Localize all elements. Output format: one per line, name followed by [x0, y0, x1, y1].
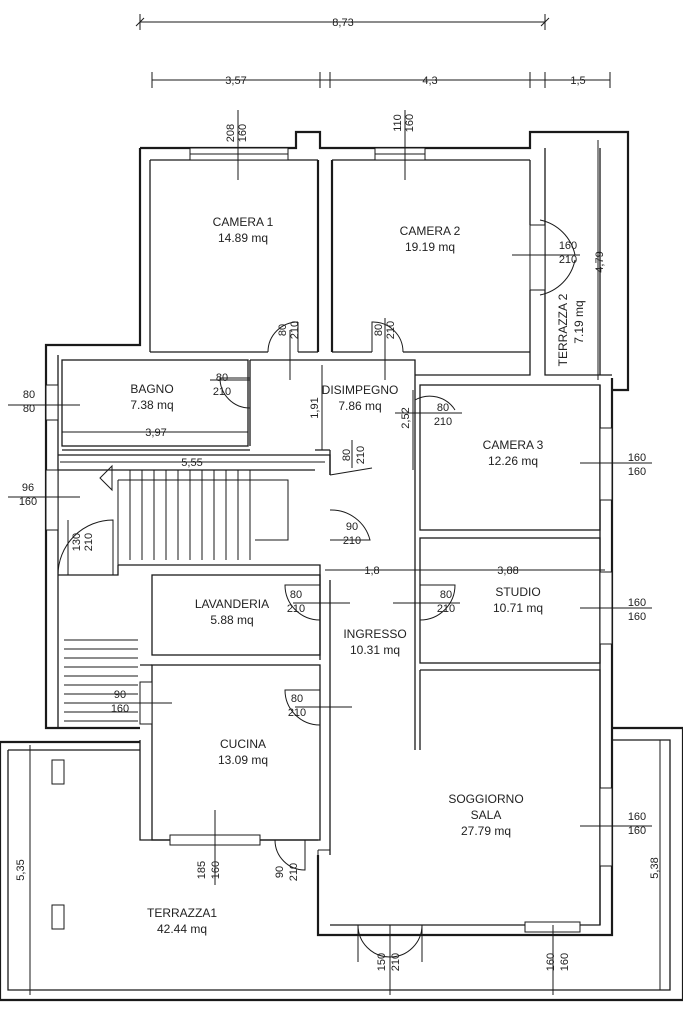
opening-label-stair-door-width: 130	[71, 533, 83, 551]
room-cucina-name: CUCINA	[220, 737, 266, 751]
opening-label-sala-win-e-width: 160	[628, 811, 646, 823]
dim-terrazza1-h: 5,35	[15, 859, 27, 880]
room-camera2-name: CAMERA 2	[400, 224, 461, 238]
opening-label-cam2-win-width: 110	[392, 114, 404, 132]
opening-label-cam2-door-height: 210	[385, 321, 397, 339]
opening-label-cucina-win-s-height: 160	[210, 861, 222, 879]
opening-label-bagno-win-width: 80	[23, 389, 35, 401]
opening-label-studio-win-height: 160	[628, 611, 646, 623]
dim-ingresso-width: 1,8	[364, 565, 379, 577]
opening-label-cam1-door-height: 210	[289, 321, 301, 339]
room-terrazza2-name: TERRAZZA 2	[556, 293, 570, 366]
room-ingresso-name: INGRESSO	[343, 627, 406, 641]
opening-label-cucina-door-s-height: 210	[288, 863, 300, 881]
room-camera2-area: 19.19 mq	[405, 240, 455, 254]
opening-label-cam1-door-width: 80	[277, 324, 289, 336]
opening-label-sala-door-s-width: 150	[376, 953, 388, 971]
room-camera1-area: 14.89 mq	[218, 231, 268, 245]
opening-label-sala-win-e-height: 160	[628, 825, 646, 837]
top-dimensions	[135, 14, 611, 88]
room-disimpegno-area: 7.86 mq	[338, 399, 381, 413]
opening-label-dis-door-height: 210	[355, 446, 367, 464]
opening-label-studio-door-height: 210	[437, 603, 455, 615]
opening-label-cucina-door-width: 80	[291, 693, 303, 705]
opening-label-cucina-door-s-width: 90	[274, 866, 286, 878]
opening-label-studio-win-width: 160	[628, 597, 646, 609]
room-camera1-name: CAMERA 1	[213, 215, 274, 229]
terrace-post	[51, 759, 65, 785]
door-swings	[57, 219, 576, 962]
interior-walls	[0, 160, 683, 1002]
dim-bagno-width: 3,97	[145, 427, 166, 439]
opening-label-sala-win-s-height: 160	[559, 953, 571, 971]
dimension-lines	[8, 110, 661, 995]
dim-stair-width: 5,55	[181, 457, 202, 469]
opening-label-studio-door-width: 80	[440, 589, 452, 601]
room-bagno-name: BAGNO	[130, 382, 173, 396]
room-terrazza1-name: TERRAZZA1	[147, 906, 217, 920]
opening-label-cam3-door-height: 210	[434, 416, 452, 428]
room-lavanderia-name: LAVANDERIA	[195, 597, 269, 611]
opening-label-cucina-win-s-width: 185	[196, 861, 208, 879]
dim-total-width: 8,73	[332, 17, 353, 29]
opening-label-cam1-win-width: 208	[225, 124, 237, 142]
dim-seg-a: 3,57	[225, 75, 246, 87]
dim-studio-width: 3,88	[497, 565, 518, 577]
dim-seg-c: 1,5	[570, 75, 585, 87]
opening-label-bagno-win-height: 80	[23, 403, 35, 415]
opening-label-cam3-door-width: 80	[437, 402, 449, 414]
opening-label-t2-door-width: 160	[559, 240, 577, 252]
room-studio-name: STUDIO	[495, 585, 540, 599]
room-soggiorno-name: SOGGIORNO	[448, 792, 523, 806]
room-disimpegno-name: DISIMPEGNO	[322, 383, 399, 397]
room-camera3-area: 12.26 mq	[488, 454, 538, 468]
room-lavanderia-area: 5.88 mq	[210, 613, 253, 627]
opening-label-cam1-win-height: 160	[237, 124, 249, 142]
room-ingresso-area: 10.31 mq	[350, 643, 400, 657]
opening-label-dis-door-width: 80	[341, 449, 353, 461]
terrace-post	[51, 904, 65, 930]
windows	[45, 147, 613, 933]
dim-seg-b: 4,3	[422, 75, 437, 87]
room-soggiorno-name2: SALA	[471, 808, 502, 822]
opening-label-lav-door-height: 210	[287, 603, 305, 615]
opening-label-sala-door-s-height: 210	[390, 953, 402, 971]
dim-disimpegno-h: 1,91	[309, 397, 321, 418]
dim-terrazza2-h: 4,79	[594, 251, 606, 272]
room-studio-area: 10.71 mq	[493, 601, 543, 615]
room-cucina-area: 13.09 mq	[218, 753, 268, 767]
opening-label-cucina-win-w-width: 90	[114, 689, 126, 701]
opening-label-cam3-win-width: 160	[628, 452, 646, 464]
dim-sala-h: 5,38	[649, 857, 661, 878]
room-terrazza2-area: 7.19 mq	[572, 300, 586, 343]
opening-label-bagno-door-width: 80	[216, 372, 228, 384]
opening-label-sala-win-s-width: 160	[545, 953, 557, 971]
opening-label-cam2-win-height: 160	[404, 114, 416, 132]
room-terrazza1-area: 42.44 mq	[157, 922, 207, 936]
opening-label-stair-win-height: 160	[19, 496, 37, 508]
opening-label-cucina-door-height: 210	[288, 707, 306, 719]
opening-label-stair-win-width: 96	[22, 482, 34, 494]
opening-label-lav-door-width: 80	[290, 589, 302, 601]
opening-label-cucina-win-w-height: 160	[111, 703, 129, 715]
room-bagno-area: 7.38 mq	[130, 398, 173, 412]
dim-door-h: 2,52	[400, 407, 412, 428]
opening-label-ingresso-door-height: 210	[343, 535, 361, 547]
stairs	[117, 470, 289, 565]
opening-label-cam2-door-width: 80	[373, 324, 385, 336]
opening-label-t2-door-height: 210	[559, 254, 577, 266]
room-camera3-name: CAMERA 3	[483, 438, 544, 452]
opening-label-ingresso-door-width: 90	[346, 521, 358, 533]
opening-label-cam3-win-height: 160	[628, 466, 646, 478]
opening-label-stair-door-height: 210	[83, 533, 95, 551]
room-soggiorno-area: 27.79 mq	[461, 824, 511, 838]
opening-label-bagno-door-height: 210	[213, 386, 231, 398]
